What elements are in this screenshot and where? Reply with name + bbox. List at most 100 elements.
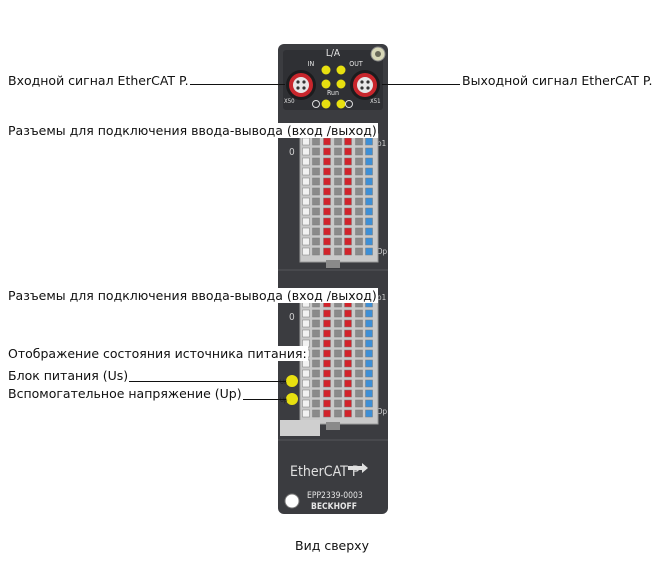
terminal-pin xyxy=(323,237,331,246)
in-symbol-icon xyxy=(312,100,320,108)
terminal-pin xyxy=(365,309,373,318)
leader-ethercat-out xyxy=(382,84,460,85)
terminal-pin xyxy=(355,247,363,256)
terminal-pin xyxy=(344,389,352,398)
terminal-pin xyxy=(355,389,363,398)
top-block-id: 0 xyxy=(289,147,295,158)
terminal-pin xyxy=(334,177,342,186)
terminal-pin xyxy=(355,309,363,318)
callout-io-bottom: Разъемы для подключения ввода-вывода (вх… xyxy=(7,288,378,303)
leader-power-up xyxy=(232,399,286,400)
terminal-pin xyxy=(334,349,342,358)
mounting-hole-bottom xyxy=(284,493,300,509)
terminal-pin xyxy=(302,389,310,398)
callout-power-status: Отображение состояния источника питания: xyxy=(7,346,308,361)
top-block-marker: p1 xyxy=(377,139,386,148)
terminal-pin xyxy=(355,187,363,196)
ethercat-arrow-icon xyxy=(348,463,368,473)
terminal-pin xyxy=(344,137,352,146)
terminal-pin xyxy=(312,187,320,196)
terminal-pin xyxy=(365,369,373,378)
terminal-pin xyxy=(323,227,331,236)
bottom-block-id: 0 xyxy=(289,312,295,323)
terminal-pin xyxy=(365,349,373,358)
terminal-pin xyxy=(355,399,363,408)
brand-name: BECKHOFF xyxy=(311,502,357,512)
terminal-pin xyxy=(365,379,373,388)
led-run-1 xyxy=(321,79,331,89)
terminal-pin xyxy=(312,309,320,318)
terminal-pin xyxy=(344,339,352,348)
terminal-pin xyxy=(344,217,352,226)
terminal-pin xyxy=(323,197,331,206)
terminal-pin xyxy=(302,137,310,146)
terminal-pin xyxy=(344,157,352,166)
terminal-pin xyxy=(312,197,320,206)
terminal-pin xyxy=(355,177,363,186)
terminal-pin xyxy=(323,309,331,318)
terminal-pin xyxy=(334,309,342,318)
terminal-pin xyxy=(355,329,363,338)
terminal-pin xyxy=(365,167,373,176)
terminal-pin xyxy=(302,207,310,216)
terminal-pin xyxy=(312,399,320,408)
terminal-pin xyxy=(323,349,331,358)
terminal-pin xyxy=(312,237,320,246)
ethercat-out-port xyxy=(350,70,380,100)
terminal-pin xyxy=(344,167,352,176)
terminal-pin xyxy=(344,177,352,186)
terminal-pin xyxy=(334,237,342,246)
terminal-pin xyxy=(302,177,310,186)
bottom-block-marker-bottom: Dp xyxy=(377,407,388,416)
terminal-pin xyxy=(302,217,310,226)
terminal-pin xyxy=(312,167,320,176)
terminal-pin xyxy=(312,207,320,216)
terminal-pin xyxy=(344,147,352,156)
terminal-latch xyxy=(326,422,340,430)
terminal-pin xyxy=(323,399,331,408)
out-symbol-icon xyxy=(345,100,353,108)
terminal-pin xyxy=(323,157,331,166)
terminal-pin xyxy=(312,147,320,156)
terminal-pin xyxy=(312,247,320,256)
terminal-pin xyxy=(334,147,342,156)
terminal-pin xyxy=(334,339,342,348)
terminal-pin xyxy=(323,409,331,418)
terminal-pin xyxy=(334,167,342,176)
led-la-in xyxy=(321,65,331,75)
terminal-pin xyxy=(344,227,352,236)
in-label: IN xyxy=(308,60,315,68)
terminal-pin xyxy=(334,399,342,408)
terminal-pin xyxy=(334,217,342,226)
terminal-pin xyxy=(355,237,363,246)
label-plate xyxy=(280,420,320,436)
terminal-pin xyxy=(355,197,363,206)
figure-caption: Вид сверху xyxy=(295,538,369,553)
terminal-pin xyxy=(344,197,352,206)
terminal-pin xyxy=(312,217,320,226)
terminal-pin xyxy=(344,399,352,408)
top-block-marker-bottom: Dp xyxy=(377,247,388,256)
terminal-pin xyxy=(355,157,363,166)
terminal-pin xyxy=(344,247,352,256)
terminal-pin xyxy=(323,329,331,338)
terminal-pin xyxy=(334,137,342,146)
callout-ethercat-out: Выходной сигнал EtherCAT P. xyxy=(461,73,654,88)
terminal-pin xyxy=(365,389,373,398)
leader-ethercat-in xyxy=(185,84,285,85)
la-label: L/A xyxy=(326,48,341,59)
terminal-pin xyxy=(334,207,342,216)
callout-ethercat-in: Входной сигнал EtherCAT P. xyxy=(7,73,190,88)
terminal-pin xyxy=(365,237,373,246)
terminal-pin xyxy=(365,217,373,226)
terminal-pin xyxy=(323,137,331,146)
terminal-pin xyxy=(302,409,310,418)
run-label: Run xyxy=(327,89,339,97)
terminal-pin xyxy=(355,167,363,176)
terminal-pin xyxy=(344,349,352,358)
terminal-pin xyxy=(302,369,310,378)
terminal-pin xyxy=(334,187,342,196)
model-number: EPP2339-0003 xyxy=(307,491,363,501)
terminal-pin xyxy=(355,217,363,226)
terminal-pin xyxy=(355,409,363,418)
